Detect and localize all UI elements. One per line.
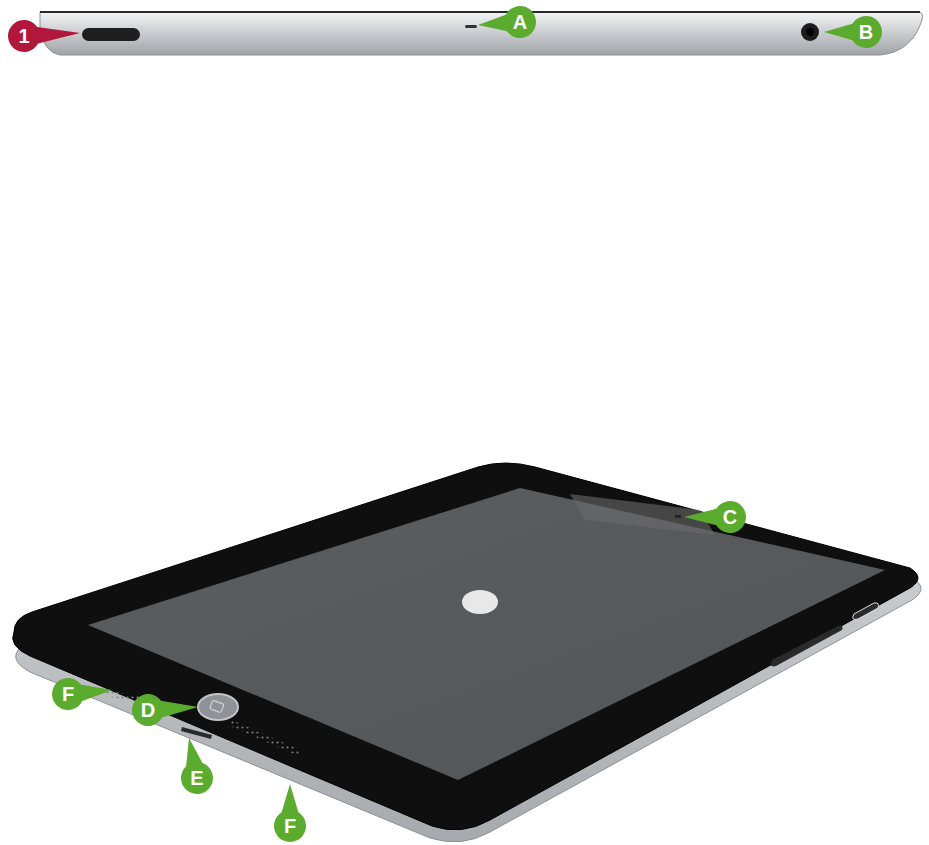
screen-dot — [462, 590, 498, 614]
callout-marker — [8, 20, 80, 52]
sleep-button — [82, 28, 140, 41]
volume-rocker — [771, 626, 843, 667]
callout-number: B — [851, 17, 881, 47]
callout-number: A — [505, 7, 535, 37]
headphone-jack — [801, 23, 819, 41]
callout-marker — [478, 6, 536, 38]
callout-number: F — [275, 811, 305, 841]
callout-marker — [274, 784, 306, 842]
callout-number: 1 — [9, 21, 39, 51]
callout-marker — [132, 694, 198, 726]
callout-number: C — [715, 502, 745, 532]
camera-area — [570, 494, 715, 535]
ipad-body — [13, 463, 921, 842]
dock-connector — [181, 727, 212, 739]
callout-marker — [684, 501, 746, 533]
home-button — [198, 694, 238, 720]
callout-marker — [824, 16, 882, 48]
callout-number: E — [182, 763, 212, 793]
side-switch — [853, 603, 879, 620]
microphone — [465, 25, 477, 28]
callout-number: F — [53, 679, 83, 709]
top-edge — [40, 12, 923, 55]
speaker-grille — [230, 720, 300, 756]
callout-marker — [181, 738, 213, 794]
callout-number: D — [133, 695, 163, 725]
callout-marker — [52, 678, 112, 710]
